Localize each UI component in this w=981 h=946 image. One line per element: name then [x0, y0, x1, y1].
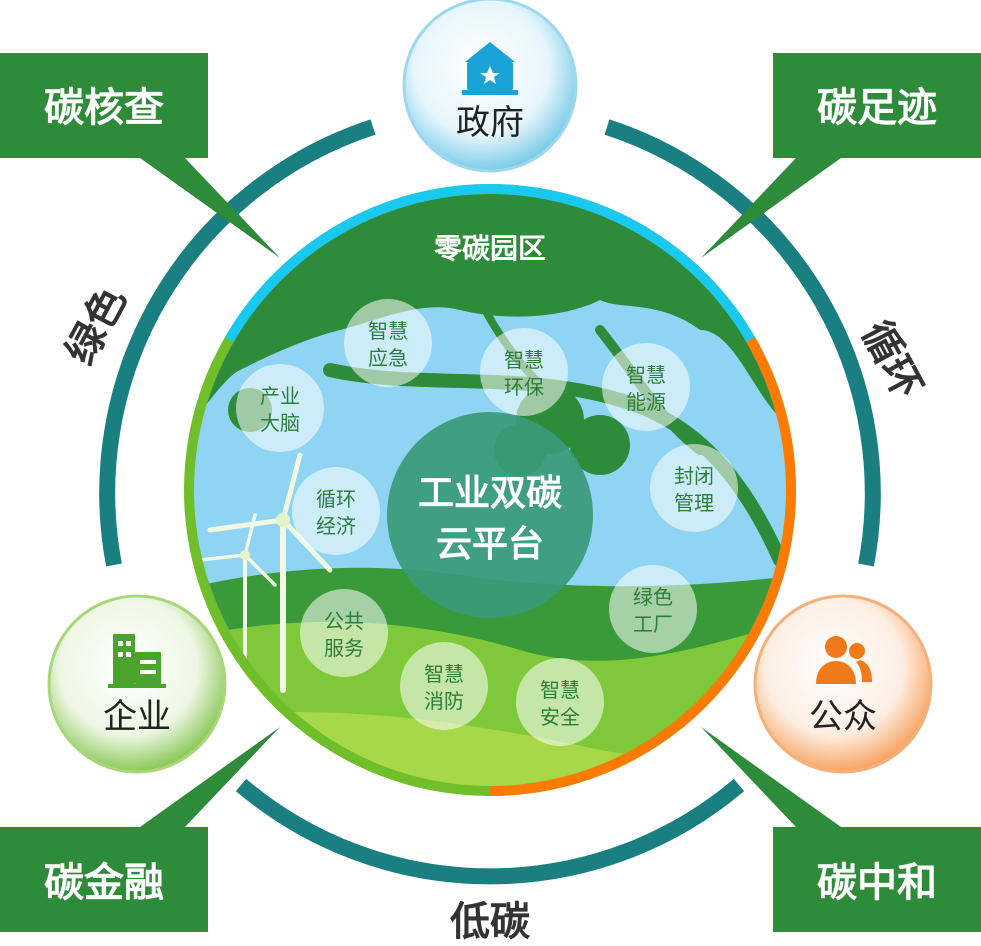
feature-bubble-line2: 消防	[424, 689, 464, 713]
feature-bubbles: 智慧应急智慧环保智慧能源产业大脑封闭管理循环经济绿色工厂公共服务智慧消防智慧安全	[236, 299, 738, 746]
actor-public-label: 公众	[809, 697, 877, 737]
feature-bubble-line2: 工厂	[633, 612, 673, 636]
actor-public: 公众	[753, 594, 933, 774]
actor-enterprise-label: 企业	[103, 697, 171, 737]
feature-bubble-line2: 经济	[316, 514, 356, 538]
feature-bubble-line1: 智慧	[368, 319, 408, 343]
feature-bubble-line2: 管理	[674, 491, 714, 515]
feature-bubble-line2: 大脑	[260, 411, 300, 435]
feature-bubble-line2: 服务	[324, 636, 364, 660]
feature-bubble-line1: 智慧	[424, 662, 464, 686]
feature-bubble-circle	[480, 328, 568, 416]
corner-label-bottom-right: 碳中和	[817, 860, 937, 906]
feature-bubble-circle	[400, 642, 488, 730]
feature-bubble-line2: 安全	[540, 705, 580, 729]
outer-ring	[99, 119, 881, 885]
outer-ring-arc-right	[604, 119, 881, 567]
actor-government: 政府	[402, 0, 578, 173]
feature-bubble-line1: 封闭	[674, 464, 714, 488]
feature-bubble-line2: 环保	[504, 375, 544, 399]
park-title: 零碳园区	[434, 232, 546, 265]
corner-label-top-left: 碳核查	[44, 85, 164, 131]
people-icon	[816, 636, 872, 684]
feature-bubble-circle	[609, 565, 697, 653]
center-title-line2: 云平台	[436, 524, 544, 565]
feature-bubble-line1: 智慧	[504, 348, 544, 372]
corner-box-top-left	[0, 53, 280, 258]
center-platform: 工业双碳 云平台	[387, 412, 593, 618]
corner-box-bottom-left	[0, 727, 280, 932]
feature-bubble-line1: 循环	[316, 487, 356, 511]
feature-bubble-line1: 智慧	[626, 363, 666, 387]
corner-box-bottom-right	[701, 727, 981, 932]
feature-bubble-circle	[344, 299, 432, 387]
feature-bubble-circle	[236, 364, 324, 452]
feature-bubble-line1: 智慧	[540, 678, 580, 702]
corner-bottom-right: 碳中和	[701, 727, 981, 932]
corner-label-top-right: 碳足迹	[817, 85, 937, 131]
feature-bubble-line1: 产业	[260, 384, 300, 408]
feature-bubble-line1: 公共	[324, 609, 364, 633]
feature-bubble-line1: 绿色	[633, 585, 673, 609]
corner-top-left: 碳核查	[0, 53, 280, 258]
feature-bubble-circle	[300, 589, 388, 677]
government-building-icon	[462, 42, 518, 95]
outer-ring-arc-bottom	[235, 778, 745, 885]
wind-turbine-large	[207, 452, 333, 693]
feature-bubble-circle	[292, 467, 380, 555]
corner-top-right: 碳足迹	[701, 53, 981, 258]
tree-canopy	[194, 194, 786, 430]
feature-bubble-circle	[516, 658, 604, 746]
feature-bubble-line2: 应急	[368, 346, 408, 370]
actor-enterprise: 企业	[47, 594, 227, 774]
outer-ring-arc-left	[99, 119, 376, 567]
actor-government-label: 政府	[456, 103, 524, 143]
corner-bottom-left: 碳金融	[0, 727, 280, 932]
foliage	[570, 415, 630, 475]
feature-bubble-circle	[602, 343, 690, 431]
center-circle	[387, 412, 593, 618]
feature-bubble-circle	[650, 444, 738, 532]
corner-box-top-right	[701, 53, 981, 258]
ring-label-bottom: 低碳	[450, 899, 531, 945]
feature-bubble-line2: 能源	[626, 390, 666, 414]
office-building-icon	[108, 634, 166, 688]
center-title-line1: 工业双碳	[418, 473, 563, 514]
corner-label-bottom-left: 碳金融	[44, 860, 164, 906]
